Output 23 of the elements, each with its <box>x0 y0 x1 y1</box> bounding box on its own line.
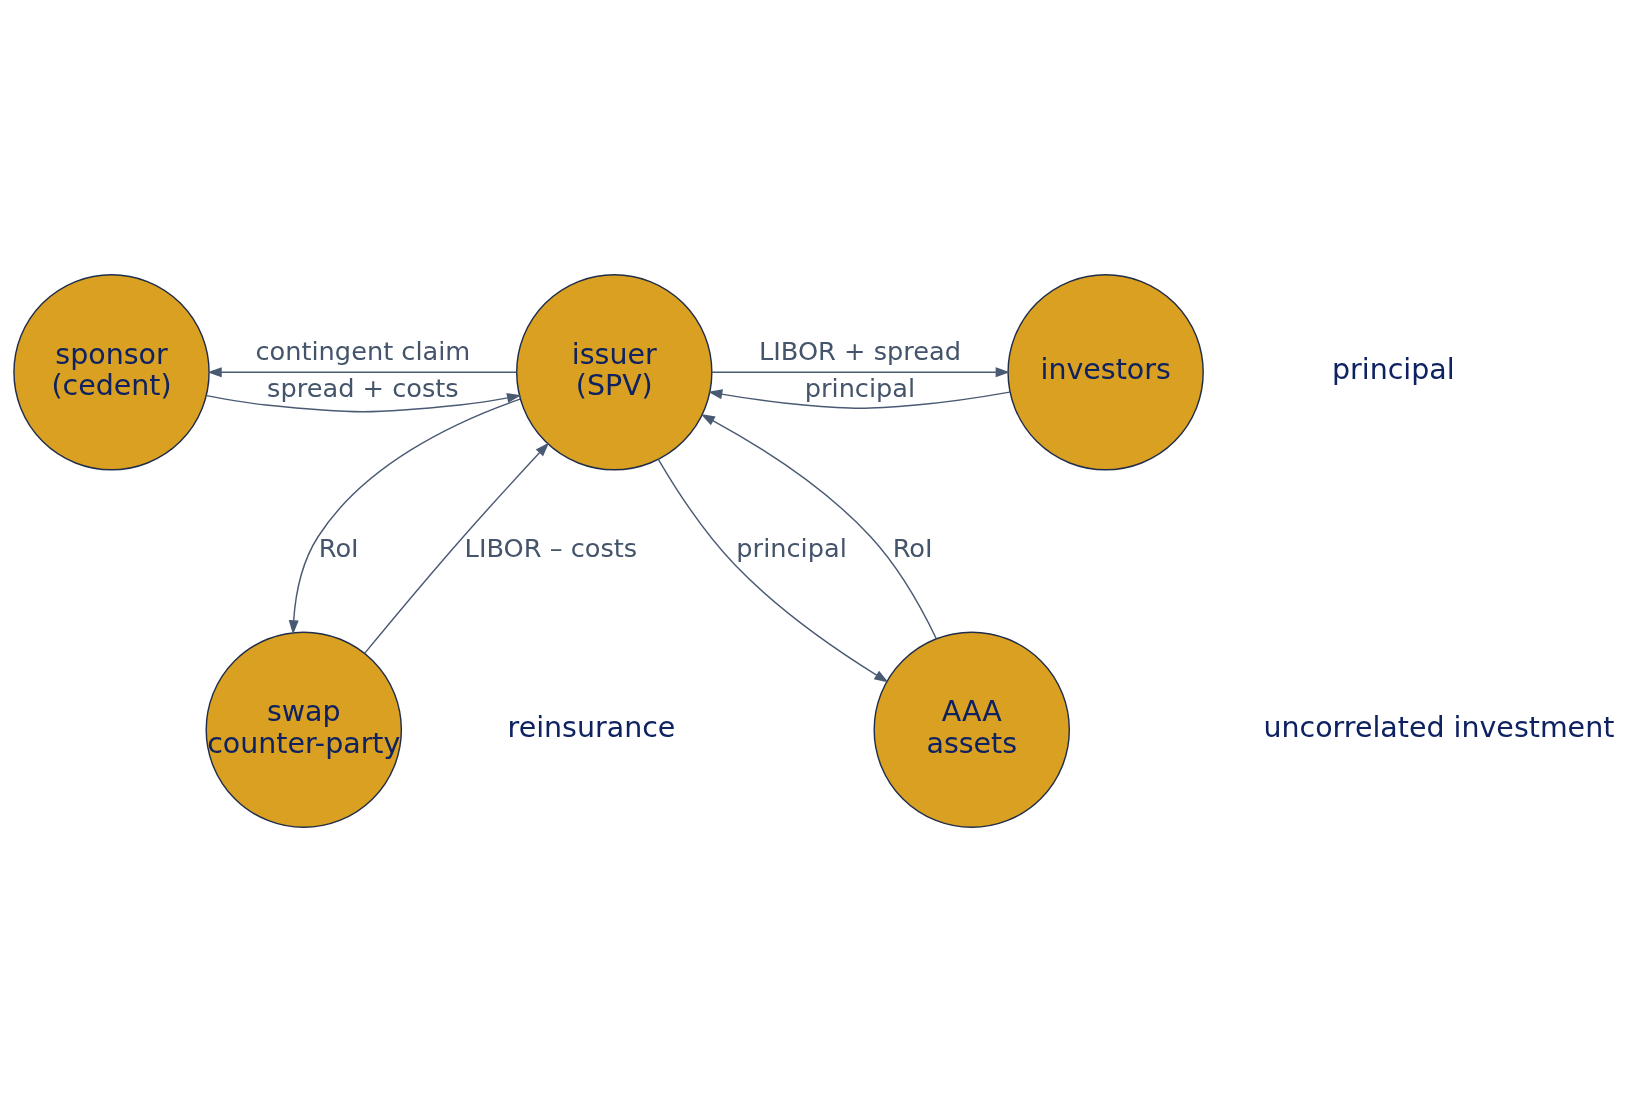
label: reinsurance <box>507 710 676 744</box>
arrow <box>207 366 518 377</box>
node-circle: issuer (SPV) <box>516 273 713 471</box>
edge-label: RoI <box>318 532 359 563</box>
label: principal <box>1331 352 1455 386</box>
edge-label: LIBOR – costs <box>464 532 638 563</box>
label: uncorrelated investment <box>1263 710 1615 744</box>
arrow <box>363 441 550 654</box>
edge-label: spread + costs <box>267 372 459 403</box>
node-circle: investors <box>1007 273 1204 471</box>
arrow <box>288 397 521 635</box>
edge-label: RoI <box>892 532 933 563</box>
arrow <box>711 366 1010 377</box>
arrow <box>657 458 889 682</box>
edge-label: LIBOR + spread <box>758 335 961 366</box>
arrow <box>700 413 938 639</box>
arrow <box>205 392 522 412</box>
edge-label: principal <box>736 532 847 563</box>
arrow <box>708 388 1011 409</box>
node-circle: sponsor (cedent) <box>13 273 210 471</box>
edge-label: contingent claim <box>255 335 471 366</box>
edge-label: principal <box>804 372 916 403</box>
node-circle: swap counter-party <box>205 630 403 828</box>
